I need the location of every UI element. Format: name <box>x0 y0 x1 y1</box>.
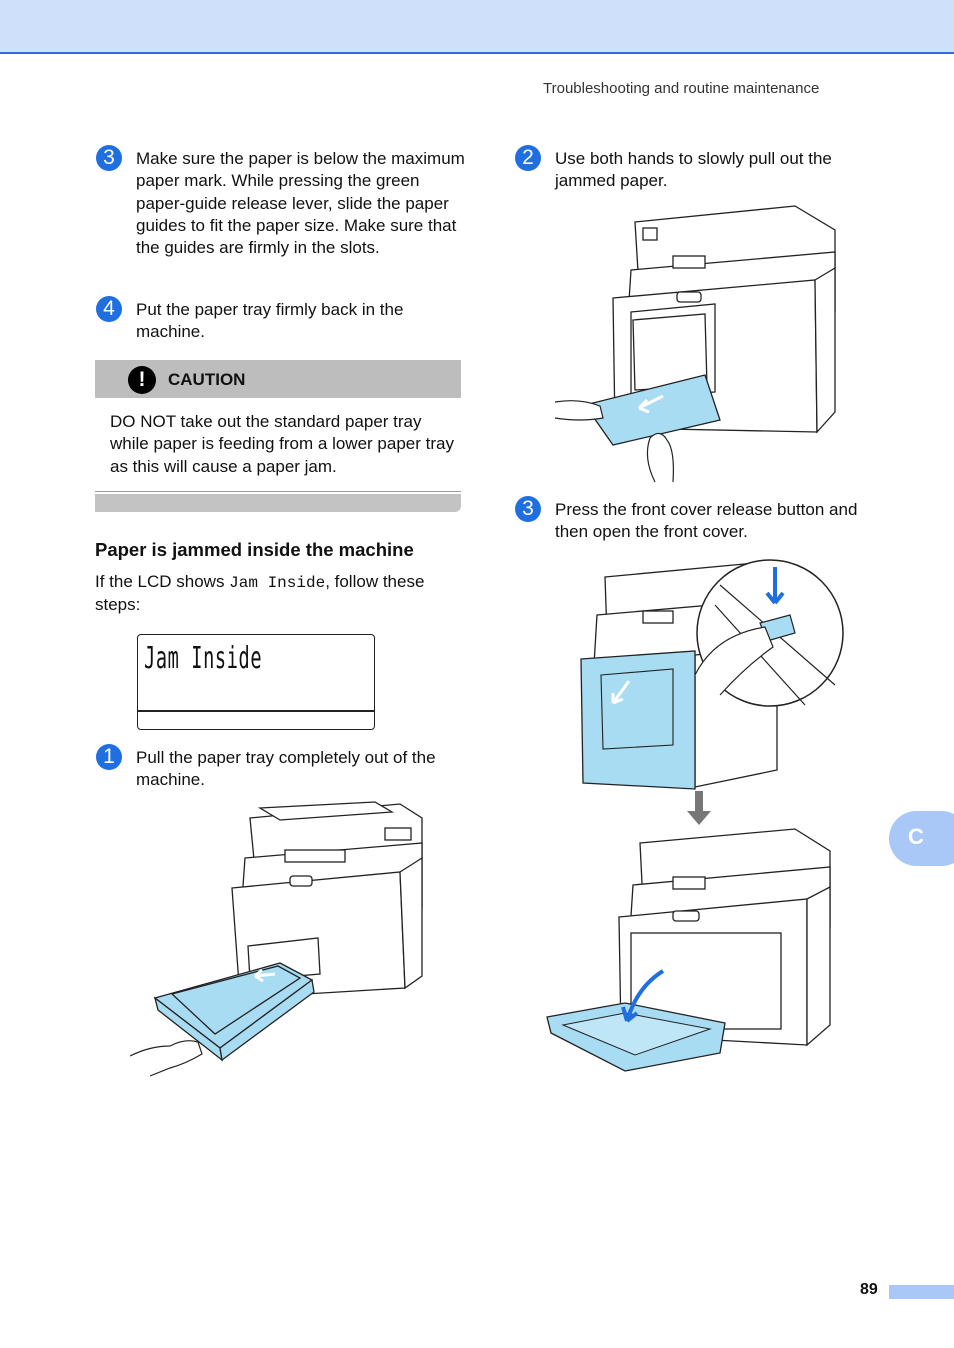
step-3-number: 3 <box>96 145 122 171</box>
step-2-number: 2 <box>515 145 541 171</box>
caution-footer-band <box>95 494 461 512</box>
caution-icon: ! <box>128 366 156 394</box>
caution-header-band <box>95 360 461 398</box>
chapter-tab-letter: C <box>908 824 924 849</box>
section-heading: Paper is jammed inside the machine <box>95 539 414 560</box>
step-4-number: 4 <box>96 296 122 322</box>
lcd-display: Jam Inside <box>137 634 375 730</box>
chapter-tab: C <box>889 811 954 866</box>
open-front-cover-illustration <box>546 559 844 1072</box>
pull-jammed-paper-illustration <box>555 205 836 483</box>
caution-text: DO NOT take out the standard paper tray … <box>110 412 454 476</box>
step-1-text: Pull the paper tray completely out of th… <box>136 748 436 790</box>
step-2-text: Use both hands to slowly pull out the ja… <box>555 149 832 191</box>
step-3b-number: 3 <box>515 496 541 522</box>
intro-paragraph: If the LCD shows Jam Inside, follow thes… <box>95 571 465 617</box>
step-3b-text: Press the front cover release button and… <box>555 500 858 542</box>
running-head: Troubleshooting and routine maintenance <box>543 80 820 97</box>
caution-divider <box>95 491 461 492</box>
caution-title: CAUTION <box>168 370 246 389</box>
printer-tray-pulled-illustration <box>130 801 423 1077</box>
step-3-text: Make sure the paper is below the maximum… <box>136 149 465 258</box>
step-4-text: Put the paper tray firmly back in the ma… <box>136 300 404 342</box>
lcd-divider <box>138 710 374 712</box>
header-band <box>0 0 954 54</box>
step-1-number: 1 <box>96 744 122 770</box>
intro-lcd-code: Jam Inside <box>229 574 326 592</box>
intro-text-before: If the LCD shows <box>95 572 230 591</box>
page-number: 89 <box>860 1281 878 1298</box>
lcd-message: Jam Inside <box>144 641 263 676</box>
page-number-bar <box>889 1285 954 1299</box>
intro-text-after: , follow these steps: <box>95 572 425 615</box>
